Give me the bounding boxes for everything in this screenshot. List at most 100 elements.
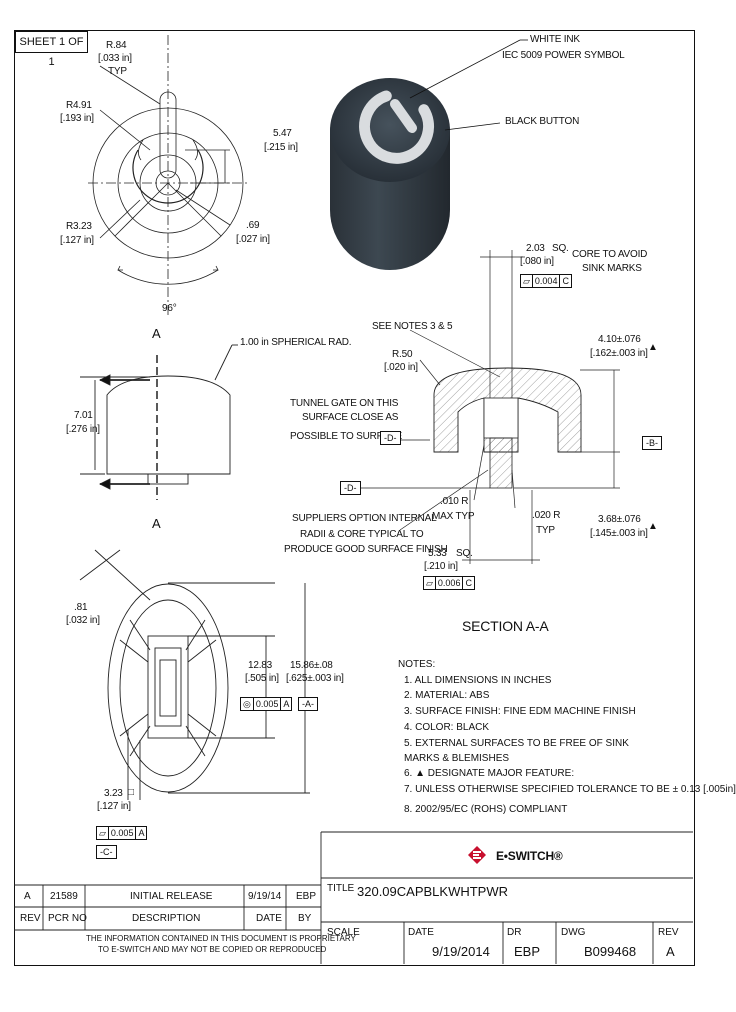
tunnel-note-1: TUNNEL GATE ON THIS — [290, 398, 399, 409]
note-item: 3. SURFACE FINISH: FINE EDM MACHINE FINI… — [404, 706, 636, 717]
d410-inch-label: [.162±.003 in] — [590, 348, 648, 359]
rev-header-date: DATE — [256, 913, 282, 924]
r491-inch-label: [.193 in] — [60, 113, 94, 124]
datum-d-base: -D- — [340, 481, 361, 495]
d81-inch-label: [.032 in] — [66, 615, 100, 626]
button-isometric — [330, 39, 528, 270]
rev-row-by: EBP — [296, 891, 317, 902]
white-ink-label: WHITE INK — [530, 34, 580, 45]
rev-row-rev: A — [24, 891, 31, 902]
note-item: 7. UNLESS OTHERWISE SPECIFIED TOLERANCE … — [404, 784, 736, 795]
spherical-radius-label: 1.00 in SPHERICAL RAD. — [240, 337, 352, 348]
r84-label: R.84 — [106, 40, 127, 51]
sheet-label: SHEET 1 OF 1 — [15, 31, 88, 68]
square-symbol: □ — [128, 787, 134, 798]
datum-c: -C- — [96, 845, 117, 859]
section-view — [360, 250, 620, 564]
d410-label: 4.10±.076 — [598, 334, 641, 345]
e-switch-logo-icon — [468, 846, 486, 864]
rev-row-pcr: 21589 — [50, 891, 78, 902]
r323-label: R3.23 — [66, 221, 92, 232]
r50-inch-label: [.020 in] — [384, 362, 418, 373]
dwg-value: B099468 — [584, 944, 637, 959]
tunnel-note-3: POSSIBLE TO SURFACE — [290, 431, 402, 442]
note-item: 2. MATERIAL: ABS — [404, 690, 490, 701]
d701-label: 7.01 — [74, 410, 93, 421]
dwg-label: DWG — [561, 927, 586, 938]
drawn-by-label: DR — [507, 927, 522, 938]
note-item: 6. ▲ DESIGNATE MAJOR FEATURE: — [404, 768, 575, 779]
d1586-label: 15.86±.08 — [290, 660, 333, 671]
section-a-bottom: A — [152, 516, 161, 531]
r84-typ-label: TYP — [108, 66, 127, 77]
rev-row-date: 9/19/14 — [248, 891, 282, 902]
date-label: DATE — [408, 927, 434, 938]
supplier-note-3: PRODUCE GOOD SURFACE FINISH — [284, 544, 448, 555]
top-view — [88, 35, 248, 318]
rev-header-pcr: PCR NO — [48, 913, 87, 924]
note-item: 1. ALL DIMENSIONS IN INCHES — [404, 675, 552, 686]
d547-label: 5.47 — [273, 128, 292, 139]
tunnel-note-2: SURFACE CLOSE AS — [302, 412, 399, 423]
d69-label: .69 — [246, 220, 260, 231]
d1586-inch-label: [.625±.003 in] — [286, 673, 344, 684]
d533-sq-label: SQ. — [456, 548, 473, 559]
drawn-by-value: EBP — [514, 944, 541, 959]
rev-label: REV — [658, 927, 679, 938]
see-notes-label: SEE NOTES 3 & 5 — [372, 321, 453, 332]
notes-header: NOTES: — [398, 659, 436, 670]
title-block-lines — [14, 831, 693, 964]
major-feature-icon: ▲ — [648, 342, 658, 353]
supplier-note-2: RADII & CORE TYPICAL TO — [300, 529, 424, 540]
supplier-note-1: SUPPLIERS OPTION INTERNAL — [292, 513, 437, 524]
e-switch-logo-text: E•SWITCH® — [496, 849, 563, 863]
major-feature-icon-2: ▲ — [648, 521, 658, 532]
d323-inch-label: [.127 in] — [97, 801, 131, 812]
datum-d-tunnel: -D- — [380, 431, 401, 445]
core-note-2: SINK MARKS — [582, 263, 642, 274]
disclaimer-line-1: THE INFORMATION CONTAINED IN THIS DOCUME… — [86, 934, 356, 943]
note-item: MARKS & BLEMISHES — [404, 753, 510, 764]
power-symbol-label: IEC 5009 POWER SYMBOL — [502, 50, 625, 61]
core-note-1: CORE TO AVOID — [572, 249, 648, 260]
rev-header-desc: DESCRIPTION — [132, 913, 201, 924]
rev-row-desc: INITIAL RELEASE — [130, 891, 213, 902]
d368-inch-label: [.145±.003 in] — [590, 528, 648, 539]
d533-label: 5.33 — [428, 548, 447, 559]
r50-label: R.50 — [392, 349, 413, 360]
drawing-frame — [14, 30, 695, 966]
part-title: 320.09CAPBLKWHTPWR — [357, 884, 508, 899]
disclaimer-line-2: TO E-SWITCH AND MAY NOT BE COPIED OR REP… — [98, 945, 327, 954]
r020-typ: TYP — [536, 525, 555, 536]
d323-label: 3.23 — [104, 788, 123, 799]
d1283-inch-label: [.505 in] — [245, 673, 279, 684]
note-item: 8. 2002/95/EC (ROHS) COMPLIANT — [404, 804, 568, 815]
section-title: SECTION A-A — [462, 618, 549, 634]
d203-label: 2.03 — [526, 243, 545, 254]
d547-inch-label: [.215 in] — [264, 142, 298, 153]
d203-inch-label: [.080 in] — [520, 256, 554, 267]
rev-header-rev: REV — [20, 913, 41, 924]
datum-a: -A- — [298, 697, 318, 711]
black-button-label: BLACK BUTTON — [505, 116, 580, 127]
date-value: 9/19/2014 — [432, 944, 490, 959]
scale-label: SCALE — [327, 927, 360, 938]
r020-label: .020 R — [532, 510, 561, 521]
section-a-top: A — [152, 326, 161, 341]
r323-inch-label: [.127 in] — [60, 235, 94, 246]
d203-sq-label: SQ. — [552, 243, 569, 254]
datum-b: -B- — [642, 436, 662, 450]
d533-inch-label: [.210 in] — [424, 561, 458, 572]
d701-inch-label: [.276 in] — [66, 424, 100, 435]
side-view — [80, 344, 238, 500]
note-item: 5. EXTERNAL SURFACES TO BE FREE OF SINK — [404, 738, 629, 749]
angle-label: 96° — [162, 303, 177, 314]
d81-label: .81 — [74, 602, 88, 613]
rev-value: A — [666, 944, 675, 959]
d1283-label: 12.83 — [248, 660, 273, 671]
d69-inch-label: [.027 in] — [236, 234, 270, 245]
bottom-view — [79, 549, 310, 800]
